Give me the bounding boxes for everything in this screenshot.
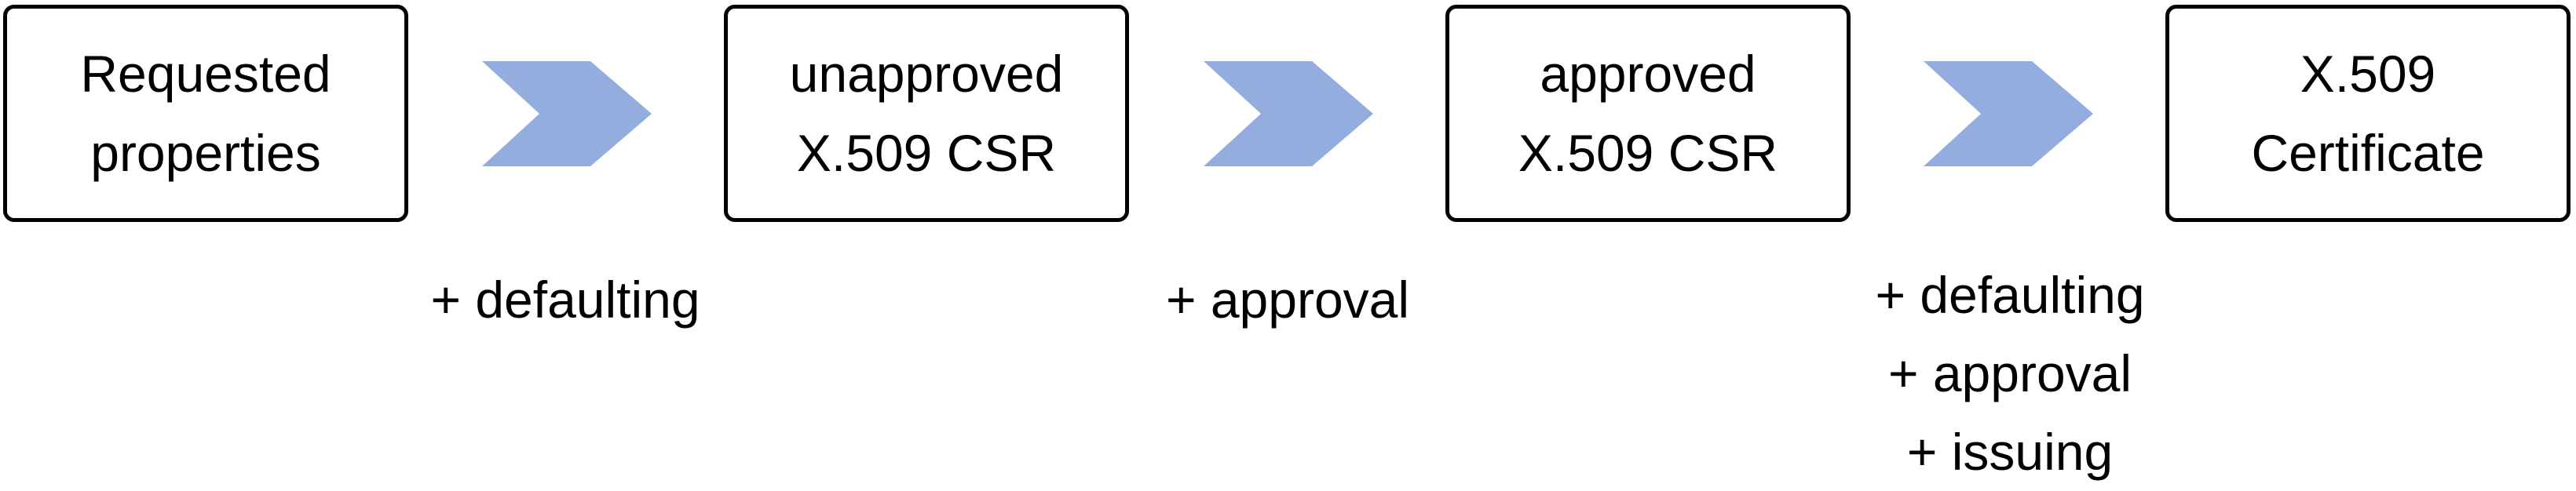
stage-text-line: X.509 CSR bbox=[796, 123, 1057, 182]
chevron-arrow-shape bbox=[1204, 61, 1373, 166]
transition-label-defaulting: + defaulting bbox=[393, 260, 738, 339]
chevron-arrow-icon bbox=[1924, 61, 2093, 166]
stage-box-approved-csr: approved X.509 CSR bbox=[1445, 5, 1851, 222]
chevron-arrow-shape bbox=[482, 61, 652, 166]
stage-text-line: X.509 CSR bbox=[1518, 123, 1778, 182]
stage-text-line: unapproved bbox=[789, 44, 1064, 103]
chevron-arrow-shape bbox=[1924, 61, 2093, 166]
stage-box-requested-properties: Requested properties bbox=[3, 5, 408, 222]
stage-text-line: approved bbox=[1540, 44, 1756, 103]
stage-box-certificate: X.509 Certificate bbox=[2165, 5, 2571, 222]
transition-text-line: + defaulting bbox=[1875, 266, 2145, 324]
transition-text-line: + defaulting bbox=[430, 271, 700, 329]
transition-label-issuing: + defaulting + approval + issuing bbox=[1821, 256, 2198, 491]
chevron-arrow-icon bbox=[1204, 61, 1373, 166]
transition-text-line: + approval bbox=[1165, 271, 1410, 329]
transition-label-approval: + approval bbox=[1115, 260, 1460, 339]
stage-text-line: properties bbox=[90, 123, 321, 182]
stage-text-line: Certificate bbox=[2251, 123, 2485, 182]
transition-text-line: + issuing bbox=[1906, 423, 2114, 481]
stage-box-unapproved-csr: unapproved X.509 CSR bbox=[724, 5, 1129, 222]
chevron-arrow-icon bbox=[482, 61, 652, 166]
transition-text-line: + approval bbox=[1887, 344, 2132, 402]
stage-text-line: X.509 bbox=[2300, 44, 2436, 103]
stage-text-line: Requested bbox=[80, 44, 331, 103]
